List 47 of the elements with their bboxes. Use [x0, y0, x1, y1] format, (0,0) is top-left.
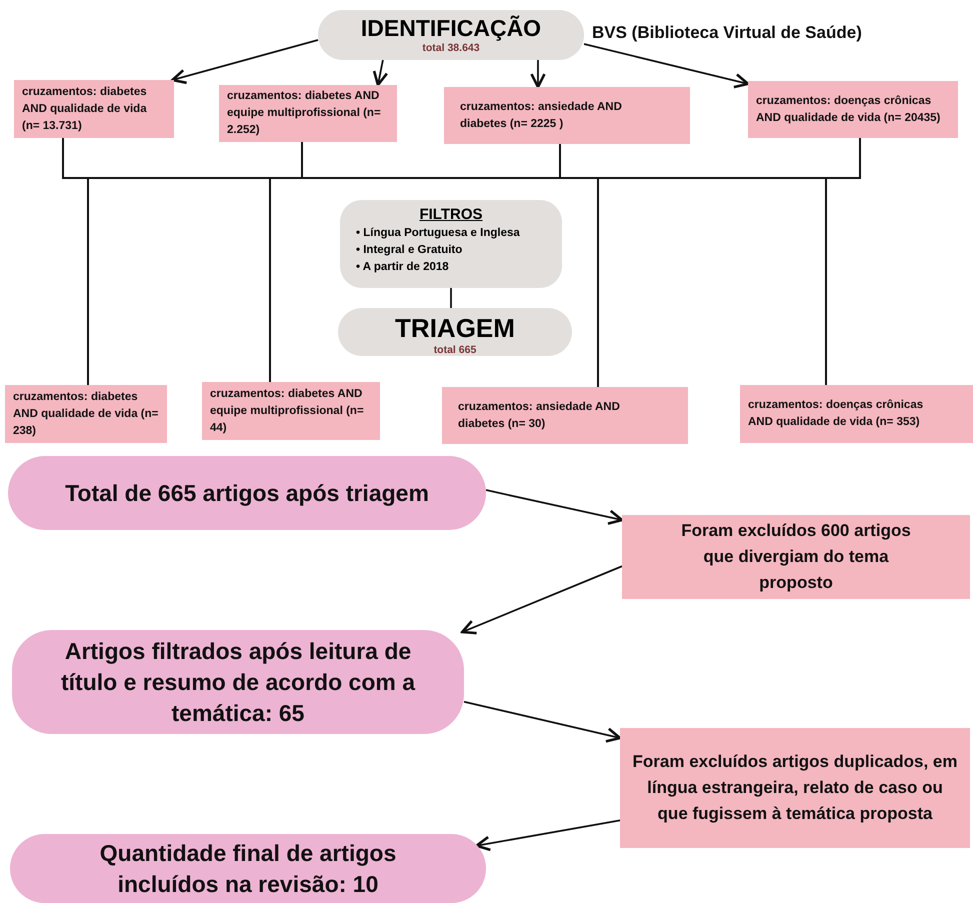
result-text: Total de 665 artigos após triagem [65, 478, 429, 508]
arrow [530, 60, 546, 88]
arrow [475, 820, 620, 852]
search-text: cruzamentos: doenças crônicas AND qualidade de vida (n= 20435) [756, 94, 942, 126]
search-box [442, 387, 688, 444]
search-box [444, 87, 690, 144]
result-pill [10, 834, 486, 903]
filter-heading: FILTROS [419, 206, 483, 225]
search-text: cruzamentos: diabetes AND equipe multiprofissional (n= 44) [210, 386, 365, 436]
arrow [486, 489, 624, 525]
connector-line [825, 138, 861, 385]
arrow [584, 43, 750, 88]
exclusion-box [622, 515, 970, 599]
search-text: cruzamentos: ansiedade AND diabetes (n= 2225 ) [460, 100, 623, 132]
search-box [202, 382, 380, 440]
filter-item: • Língua Portuguesa e Inglesa [356, 226, 520, 241]
result-text: Artigos filtrados após leitura de título e resumo de acordo com a temática: 65 [60, 636, 416, 728]
stage-title: TRIAGEM [395, 312, 515, 344]
filter-item: • Integral e Gratuito [356, 242, 464, 258]
arrow [464, 700, 622, 743]
result-pill [12, 630, 464, 734]
filter-panel [340, 200, 562, 288]
search-box [5, 385, 167, 443]
total-count: total 665 [434, 344, 476, 355]
search-text: cruzamentos: diabetes AND qualidade de vida (n= 13.731) [22, 84, 148, 134]
exclusion-box [620, 728, 970, 848]
stage-title: IDENTIFICAÇÃO [360, 14, 542, 43]
search-box [219, 85, 397, 142]
stage-pill [338, 308, 572, 356]
total-count: total 38.643 [422, 42, 480, 54]
search-box [14, 80, 174, 138]
search-text: cruzamentos: diabetes AND equipe multiprofissional (n= 2.252) [227, 89, 382, 138]
search-box [748, 81, 958, 138]
search-text: cruzamentos: doenças crônicas AND qualidade de vida (n= 353) [748, 398, 924, 430]
filter-item: • A partir de 2018 [356, 260, 450, 275]
arrow [171, 39, 318, 84]
stage-pill [318, 10, 584, 60]
result-text: Quantidade final de artigos incluídos na revisão: 10 [98, 838, 398, 898]
exclusion-text: Foram excluídos 600 artigos que divergiam do tema proposto [680, 520, 912, 594]
exclusion-text: Foram excluídos artigos duplicados, em língua estrangeira, relato de caso ou que fugissem à temática proposta [632, 751, 958, 825]
connector-line [450, 288, 452, 308]
search-text: cruzamentos: ansiedade AND diabetes (n= 30) [458, 400, 621, 432]
source-label: BVS (Biblioteca Virtual de Saúde) [592, 22, 862, 44]
arrow [372, 60, 388, 86]
search-box [740, 385, 973, 443]
search-text: cruzamentos: diabetes AND qualidade de vida (n= 238) [13, 390, 159, 438]
arrow [460, 565, 622, 634]
